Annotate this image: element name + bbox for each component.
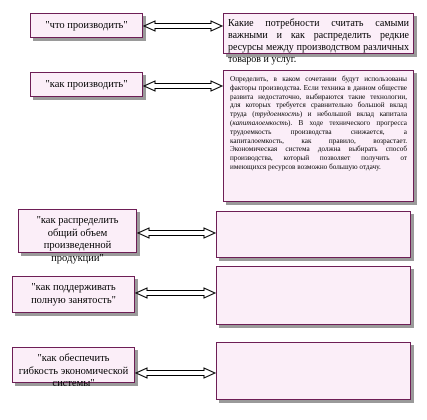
term-labor-intensity: трудоемкость <box>254 110 300 119</box>
question-box-how: "как производить" <box>30 72 143 97</box>
question-box-employment: "как поддерживать полную занятость" <box>12 276 135 313</box>
answer-text: Какие потребности считать самыми важными… <box>228 18 409 65</box>
double-arrow-icon <box>134 367 217 379</box>
answer-box-flexibility <box>216 342 411 400</box>
answer-box-what: Какие потребности считать самыми важными… <box>223 13 414 65</box>
answer-box-employment <box>216 266 411 325</box>
double-arrow-icon <box>142 80 224 92</box>
answer-box-distribute <box>216 211 411 258</box>
double-arrow-icon <box>136 227 217 239</box>
question-label: "как поддерживать полную занятость" <box>31 282 116 306</box>
question-label: "как производить" <box>45 79 128 90</box>
question-box-what: "что производить" <box>30 13 143 38</box>
double-arrow-icon <box>142 20 224 32</box>
question-label: "как обеспечить гибкость экономической с… <box>18 353 129 389</box>
term-capital-intensity: капиталоемкость <box>232 118 288 127</box>
question-label: "что производить" <box>45 20 128 31</box>
question-box-flexibility: "как обеспечить гибкость экономической с… <box>12 347 135 389</box>
answer-box-how: Определить, в каком сочетании будут испо… <box>223 70 414 202</box>
double-arrow-icon <box>134 287 217 299</box>
question-box-distribute: "как распределить общий объем произведен… <box>18 209 137 264</box>
question-label: "как распределить общий объем произведен… <box>36 215 119 264</box>
answer-text: Определить, в каком сочетании будут испо… <box>230 75 408 171</box>
